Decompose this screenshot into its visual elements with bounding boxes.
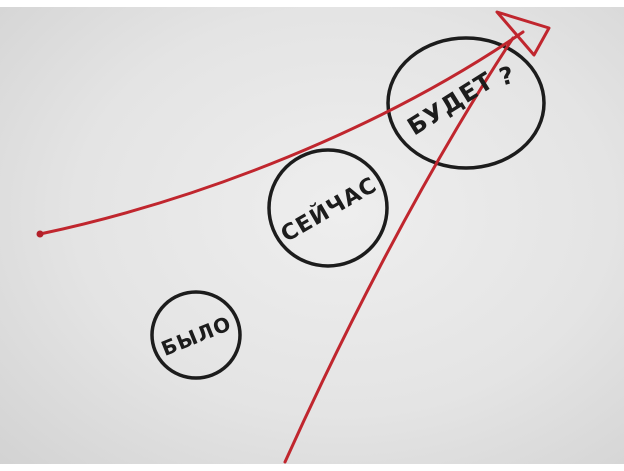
main-trajectory-line — [40, 32, 523, 234]
bottom-border — [0, 464, 624, 471]
start-dot — [37, 231, 44, 238]
top-border — [0, 0, 624, 7]
word-past: БЫЛО — [158, 311, 235, 361]
word-present: СЕЙЧАС — [276, 172, 381, 248]
question-mark: ? — [496, 61, 518, 92]
